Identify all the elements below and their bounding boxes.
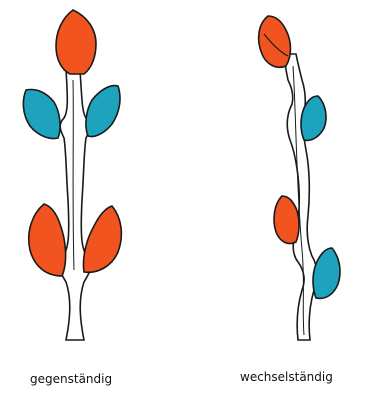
caption-alternate: wechselständig [240, 370, 333, 384]
opposite-lateral-bud-right [86, 86, 120, 137]
alternate-bud-blue-lower [313, 248, 340, 298]
caption-opposite: gegenständig [30, 372, 112, 386]
opposite-stem [59, 70, 91, 340]
alternate-twig [259, 16, 340, 340]
opposite-twig [23, 10, 121, 340]
alternate-bud-orange-lower [274, 196, 299, 244]
opposite-lower-bud-right [83, 206, 121, 272]
opposite-lateral-bud-left [23, 90, 60, 139]
opposite-terminal-bud [56, 10, 96, 74]
alternate-terminal-bud [259, 16, 291, 67]
opposite-lower-bud-left [29, 204, 66, 276]
